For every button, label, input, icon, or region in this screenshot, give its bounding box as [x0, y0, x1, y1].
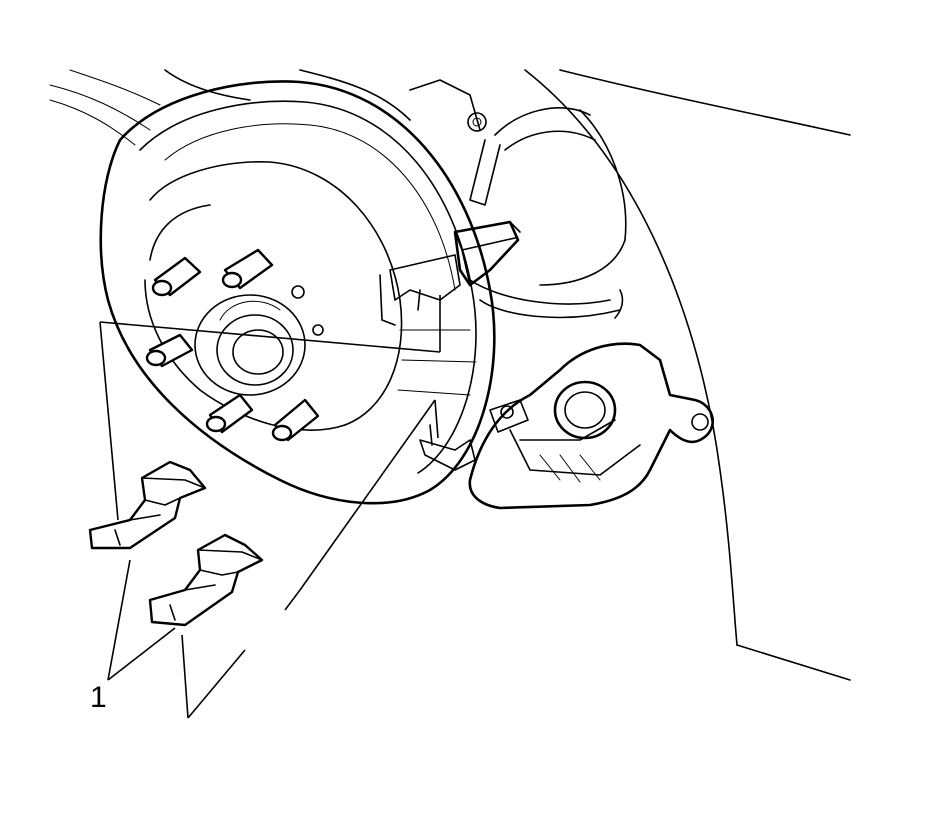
hub-assembly — [194, 285, 324, 396]
wheel-stud — [205, 393, 254, 434]
wheel-stud — [151, 256, 202, 297]
brake-caliper — [468, 342, 715, 510]
brake-rotor — [99, 80, 496, 505]
leader-lines — [99, 295, 441, 611]
callout-leaders — [107, 559, 246, 719]
callout-label-1: 1 — [90, 681, 107, 714]
wheel-studs — [145, 248, 320, 442]
strut-assembly — [164, 69, 627, 319]
wheel-stud — [271, 398, 320, 442]
wheel-stud — [221, 248, 274, 290]
wheel-stud — [145, 333, 194, 368]
lower-bracket-clip — [419, 424, 476, 471]
fender-well — [49, 69, 851, 681]
pad-retainer-clip-upper — [88, 460, 207, 550]
pad-retainer-clip-lower — [148, 533, 264, 627]
